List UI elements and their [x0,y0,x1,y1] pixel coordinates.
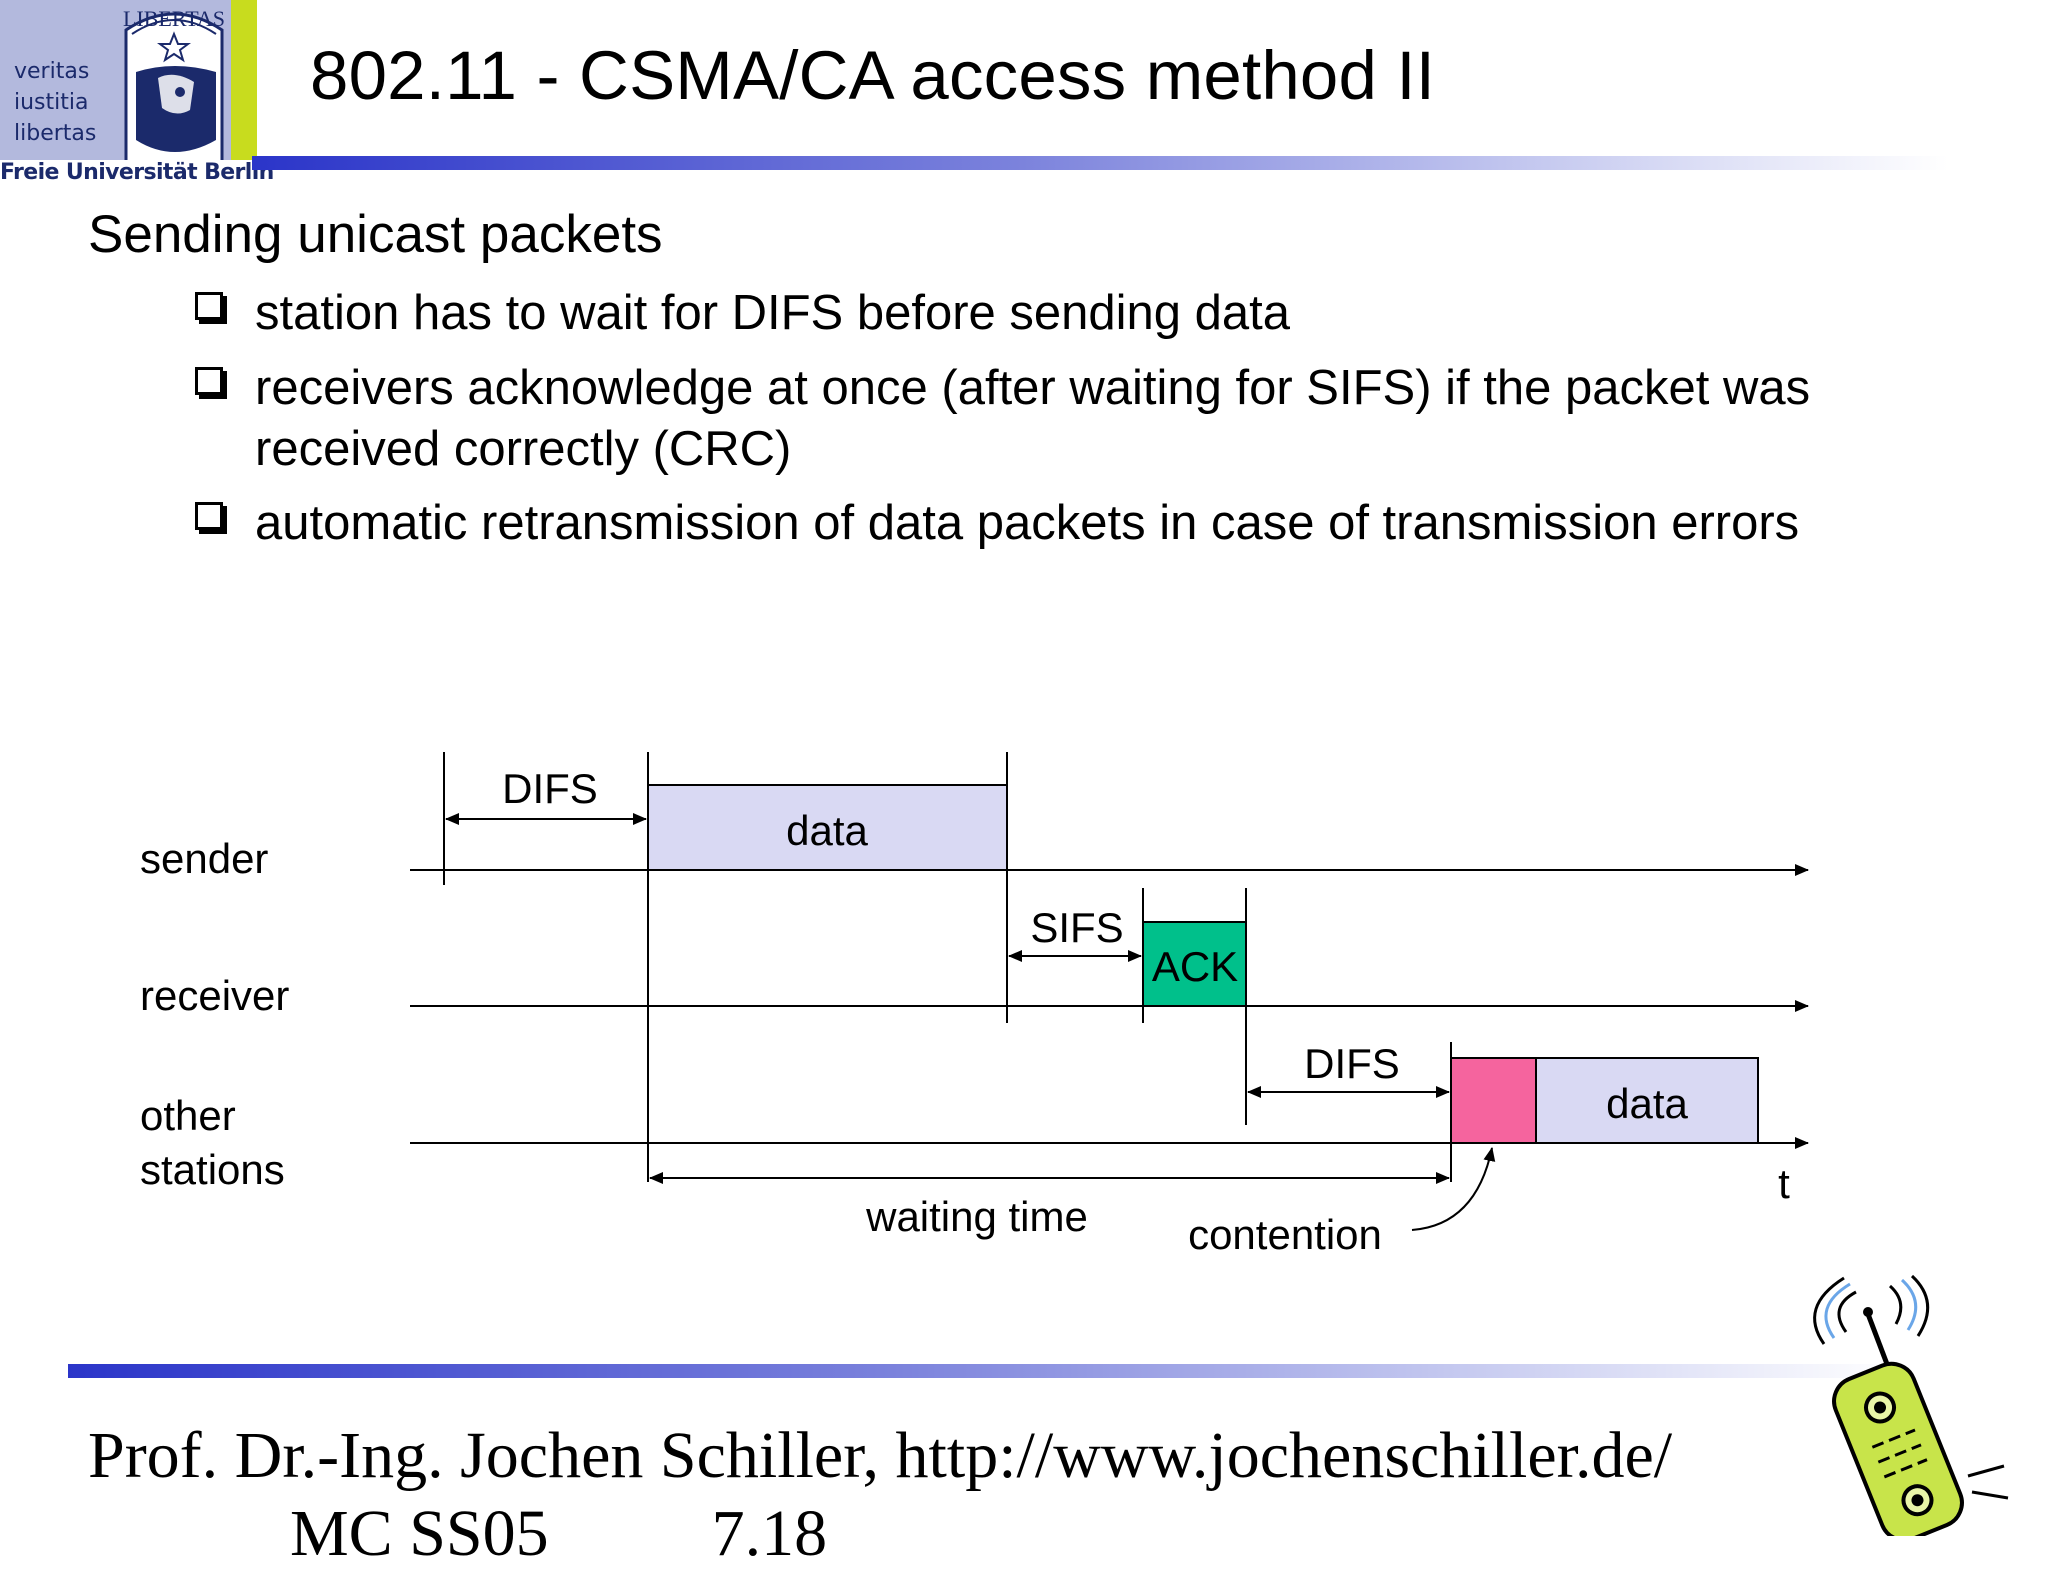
csma-ca-timing-diagram: sender receiver other stations DIFS data… [140,752,1809,1258]
ack-block [1142,921,1247,1007]
waiting-time-label: waiting time [865,1193,1088,1240]
bullet-text: station has to wait for DIFS before send… [255,286,1291,340]
sifs-label: SIFS [1030,904,1123,951]
time-axis-label: t [1778,1160,1790,1207]
row-label-stations: stations [140,1146,285,1193]
bullet-text: receivers acknowledge at once (after wai… [255,361,1811,476]
university-seal-icon: LIBERTAS [118,0,230,164]
data-label: data [786,807,868,854]
motto-line: libertas [14,121,97,146]
logo-motto: veritas iustitia libertas [14,56,96,149]
contention-label: contention [1188,1211,1382,1258]
other-data-block [1535,1057,1759,1144]
footer-author: Prof. Dr.-Ing. Jochen Schiller, http://w… [88,1419,1673,1492]
mobile-phone-icon [1813,1274,2009,1536]
university-logo: veritas iustitia libertas LIBERTAS [0,0,257,164]
ack-label: ACK [1152,943,1238,990]
university-name: Freie Universität Berlin [0,160,274,188]
bullet-box-icon [195,367,223,395]
row-label-other: other [140,1092,236,1139]
bullet-box-icon [195,292,223,320]
row-label-receiver: receiver [140,972,289,1019]
row-label-sender: sender [140,835,268,882]
difs-label: DIFS [1304,1040,1400,1087]
bullet-box-icon [195,502,223,530]
title-divider [252,156,1948,170]
page-number: 7.18 [711,1497,828,1570]
slide-title: 802.11 - CSMA/CA access method II [310,37,1436,114]
logo-accent-strip [231,0,257,164]
difs-label: DIFS [502,765,598,812]
svg-text:LIBERTAS: LIBERTAS [123,6,225,31]
motto-line: veritas [14,59,90,84]
data-label: data [1606,1080,1688,1127]
bullet-text: automatic retransmission of data packets… [255,496,1800,550]
footer-course: MC SS05 7.18 [290,1496,827,1572]
motto-line: iustitia [14,90,89,115]
section-heading: Sending unicast packets [88,205,663,264]
footer-divider [68,1364,1898,1378]
contention-pointer-arrow [1411,1147,1496,1231]
course-code: MC SS05 [290,1497,549,1570]
contention-slot-block [1450,1057,1537,1144]
sender-data-block [647,784,1008,871]
